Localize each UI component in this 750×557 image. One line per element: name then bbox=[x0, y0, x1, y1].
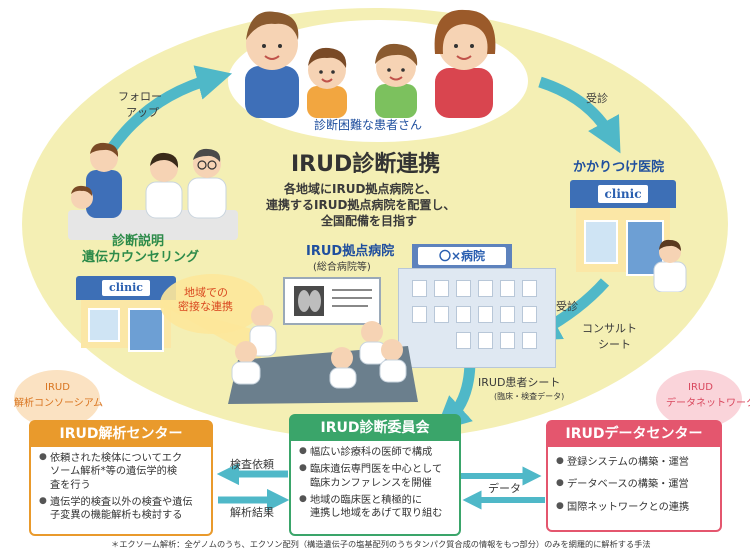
follow-up-label-2: アップ bbox=[126, 106, 159, 119]
follow-up-label-1: フォロー bbox=[118, 90, 162, 103]
list-item: 登録システムの構築・運営 bbox=[556, 456, 712, 469]
consortium-bubble bbox=[14, 370, 100, 428]
hospital-subtitle: (総合病院等) bbox=[313, 262, 371, 273]
local-clinic-building: clinic bbox=[76, 276, 176, 352]
list-item: 遺伝学的検査以外の検査や遺伝 子変異の機能解析も検討する bbox=[39, 496, 203, 523]
list-item: 地域の臨床医と積極的に 連携し地域をあげて取り組む bbox=[299, 494, 451, 521]
hospital-title: IRUD拠点病院 bbox=[306, 244, 395, 259]
committee-title: IRUD診断委員会 bbox=[291, 416, 459, 441]
data-center-box: IRUDデータセンター 登録システムの構築・運営 データベースの構築・運営 国際… bbox=[546, 420, 722, 532]
visit-label: 受診 bbox=[586, 92, 608, 105]
counseling-label-2: 遺伝カウンセリング bbox=[82, 250, 200, 265]
patients-label: 診断困難な患者さん bbox=[314, 118, 423, 132]
hospital-sign: 〇×病院 bbox=[418, 247, 506, 265]
result-label: 解析結果 bbox=[230, 506, 274, 519]
patient-sheet-label: IRUD患者シート bbox=[478, 376, 561, 389]
network-bubble bbox=[656, 370, 742, 428]
patient-sheet-arrow bbox=[434, 359, 476, 432]
center-desc-3: 全国配備を目指す bbox=[321, 214, 418, 228]
analysis-center-title: IRUD解析センター bbox=[31, 422, 211, 447]
visit-arrow bbox=[538, 76, 621, 154]
local-label-1: 地域での bbox=[184, 286, 228, 299]
data-label: データ bbox=[488, 482, 521, 495]
local-label-2: 密接な連携 bbox=[178, 300, 233, 313]
list-item: データベースの構築・運営 bbox=[556, 478, 712, 491]
analysis-center-box: IRUD解析センター 依頼された検体についてエク ソーム解析*等の遺伝学的検 査… bbox=[29, 420, 213, 536]
data-center-title: IRUDデータセンター bbox=[548, 422, 720, 447]
clinic-sign: clinic bbox=[598, 185, 648, 203]
center-title: IRUD診断連携 bbox=[291, 152, 441, 177]
network-label-2: データネットワーク bbox=[666, 398, 750, 409]
list-item: 依頼された検体についてエク ソーム解析*等の遺伝学的検 査を行う bbox=[39, 452, 203, 492]
network-label-1: IRUD bbox=[688, 382, 713, 393]
request-label: 検査依頼 bbox=[230, 458, 274, 471]
conference-illustration bbox=[228, 277, 418, 404]
analysis-center-list: 依頼された検体についてエク ソーム解析*等の遺伝学的検 査を行う 遺伝学的検査以… bbox=[31, 447, 211, 522]
hospital-building: 〇×病院 bbox=[398, 244, 556, 368]
consortium-label-2: 解析コンソーシアム bbox=[14, 398, 104, 409]
data-center-list: 登録システムの構築・運営 データベースの構築・運営 国際ネットワークとの連携 bbox=[548, 447, 720, 514]
clinic-building: clinic bbox=[570, 180, 676, 276]
list-item: 幅広い診療科の医師で構成 bbox=[299, 446, 451, 459]
center-desc-1: 各地域にIRUD拠点病院と、 bbox=[284, 182, 437, 196]
clinic-title: かかりつけ医院 bbox=[573, 160, 665, 175]
list-item: 国際ネットワークとの連携 bbox=[556, 501, 712, 514]
list-item: 臨床遺伝専門医を中心として 臨床カンファレンスを開催 bbox=[299, 463, 451, 490]
committee-box: IRUD診断委員会 幅広い診療科の医師で構成 臨床遺伝専門医を中心として 臨床カ… bbox=[289, 414, 461, 536]
counseling-illustration bbox=[68, 142, 238, 240]
center-desc-2: 連携するIRUD拠点病院を配置し、 bbox=[266, 198, 456, 212]
follow-up-arrow bbox=[107, 65, 233, 152]
local-clinic-sign: clinic bbox=[102, 280, 150, 296]
committee-list: 幅広い診療科の医師で構成 臨床遺伝専門医を中心として 臨床カンファレンスを開催 … bbox=[291, 441, 459, 520]
consortium-label-1: IRUD bbox=[45, 382, 70, 393]
footnote: ＊エクソーム解析：全ゲノムのうち、エクソン配列（構造遺伝子の塩基配列のうちタンパ… bbox=[111, 539, 651, 549]
clinic-doctor-illustration bbox=[653, 239, 687, 292]
consult-label-2: シート bbox=[598, 338, 631, 351]
patient-sheet-sub: (臨床・検査データ) bbox=[494, 392, 565, 401]
counseling-label-1: 診断説明 bbox=[112, 234, 165, 249]
family-illustration bbox=[245, 9, 496, 118]
consult-label-1: コンサルト bbox=[582, 322, 637, 335]
